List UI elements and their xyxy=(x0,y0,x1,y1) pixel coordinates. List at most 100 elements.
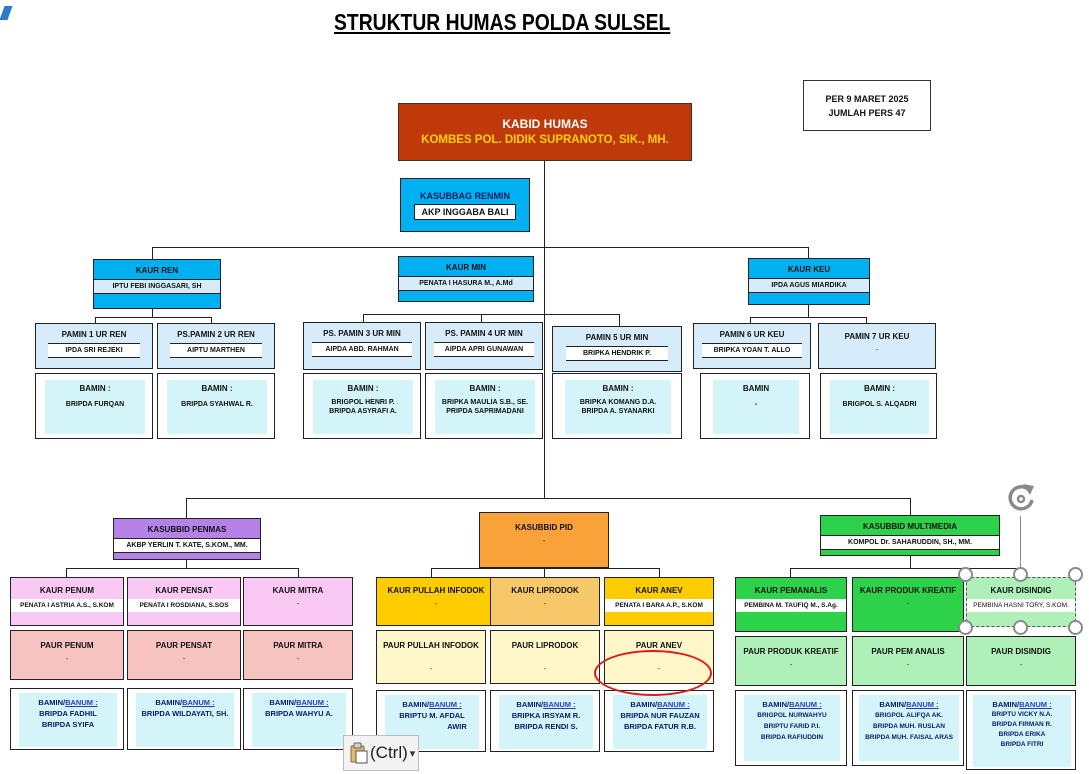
bamin-banum-name: BRIPDA WILDAYATI, SH. xyxy=(141,709,229,718)
bamin-label: BAMIN : xyxy=(79,384,111,393)
pamin-box: PAMIN 7 UR KEU - xyxy=(818,323,936,369)
connector xyxy=(363,314,619,315)
bamin-banum-name: BRIGPOL ALIFQA AK. xyxy=(875,712,943,719)
kaur-title: KAUR PULLAH INFODOK xyxy=(387,586,485,595)
pamin-box: PS.PAMIN 2 UR REN AIPTU MARTHEN xyxy=(157,323,275,369)
pamin-name-panel: BRIPKA YOAN T. ALLO xyxy=(702,343,802,358)
kasubbid-name-panel: AKBP YERLIN T. KATE, S.KOM., MM. xyxy=(114,538,260,553)
bamin-banum-name: BRIPDA FATUR R.B. xyxy=(623,722,697,731)
kaur-name: - xyxy=(906,601,910,608)
resize-handle[interactable] xyxy=(1068,620,1083,635)
connector xyxy=(544,161,545,498)
paur-name: - xyxy=(543,666,547,673)
pamin-name: IPDA SRI REJEKI xyxy=(65,347,123,354)
pamin-name: BRIPKA YOAN T. ALLO xyxy=(713,347,791,354)
connector xyxy=(750,317,751,323)
kaur-box: KAUR PULLAH INFODOK - xyxy=(376,577,496,626)
kabid-humas-box: KABID HUMAS KOMBES POL. DIDIK SUPRANOTO,… xyxy=(398,103,692,161)
connector xyxy=(790,568,1020,569)
bamin-name: BRIPDA FURQAN xyxy=(65,401,125,408)
bamin-banum-label: BAMIN/BANUM : xyxy=(269,698,329,707)
kaur-ren-title: KAUR REN xyxy=(135,266,179,275)
bamin-banum-name: BRIPDA FIRMAN R. xyxy=(991,721,1053,728)
bamin-name: BRIGPOL S. ALQADRI xyxy=(842,401,917,408)
bamin-banum-name: BRIPKA IRSYAM R. xyxy=(511,711,581,720)
bamin-banum-label: BAMIN/BANUM : xyxy=(992,700,1052,709)
paur-box: PAUR DISINDIG - xyxy=(966,636,1076,686)
connector xyxy=(211,317,212,323)
bamin-label: BAMIN : xyxy=(469,384,501,393)
bamin-banum-name: BRIPTU M. AFDAL xyxy=(399,711,465,720)
connector xyxy=(363,314,364,322)
resize-handle[interactable] xyxy=(958,620,973,635)
bamin-label: BAMIN : xyxy=(347,384,379,393)
paur-title: PAUR DISINDIG xyxy=(991,647,1051,656)
paur-box: PAUR PRODUK KREATIF - xyxy=(735,636,847,686)
connector xyxy=(659,568,660,577)
kaur-title: KAUR LIPRODOK xyxy=(511,586,579,595)
resize-handle[interactable] xyxy=(1013,620,1028,635)
bamin-banum-label: BAMIN/BANUM : xyxy=(155,698,215,707)
kaur-title: KAUR ANEV xyxy=(635,586,683,595)
bamin-box: BAMIN : BRIPKA KOMANG D.A. BRIPDA A. SYA… xyxy=(552,373,682,439)
bamin-banum-box: BAMIN/BANUM : BRIGPOL NURWAHYU BRIPTU FA… xyxy=(735,690,847,766)
kaur-keu-name: IPDA AGUS MIARDIKA xyxy=(771,282,847,289)
bamin-banum-box: BAMIN/BANUM : BRIGPOL ALIFQA AK. BRIPDA … xyxy=(852,690,964,766)
pamin-title: PAMIN 6 UR KEU xyxy=(719,330,785,339)
paur-name: - xyxy=(906,662,910,669)
pamin-title: PS.PAMIN 2 UR REN xyxy=(177,330,255,339)
paste-options-button[interactable]: (Ctrl) ▾ xyxy=(343,735,419,771)
kabid-title: KABID HUMAS xyxy=(502,117,588,131)
paur-box: PAUR PENSAT - xyxy=(127,630,241,680)
kaur-name: - xyxy=(543,601,547,608)
kasubbid-title: KASUBBID PENMAS xyxy=(147,525,227,534)
paur-title: PAUR PULLAH INFODOK xyxy=(383,641,479,650)
red-circle-annotation xyxy=(594,650,712,696)
bamin-banum-name: BRIPDA ERIKA xyxy=(998,731,1046,738)
resize-handle[interactable] xyxy=(1068,567,1083,582)
kaur-name: - xyxy=(296,601,300,608)
bamin-name: BRIPDA ASYRAFI A. xyxy=(329,408,397,415)
connector xyxy=(431,568,432,577)
kaur-name: PEMBINA HASNI TORY, S.KOM. xyxy=(973,602,1069,609)
connector xyxy=(152,247,153,259)
connector xyxy=(808,247,809,258)
bamin-banum-name: BRIPDA WAHYU A. xyxy=(265,709,333,718)
connector xyxy=(808,305,809,317)
bamin-banum-name: BRIGPOL NURWAHYU xyxy=(757,712,827,719)
kasubbid-title: KASUBBID PID xyxy=(515,523,573,532)
bamin-name: - xyxy=(754,401,758,408)
bamin-banum-name: BRIPDA RAFIUDDIN xyxy=(760,734,824,741)
kaur-box: KAUR MITRA - xyxy=(243,577,353,626)
kaur-min-name-panel: PENATA I HASURA M., A.Md xyxy=(399,276,533,291)
connector xyxy=(750,317,866,318)
bamin-banum-label: BAMIN/BANUM : xyxy=(762,700,822,709)
resize-handle[interactable] xyxy=(1013,567,1028,582)
kaur-name: PENATA I BARA A.P., S.KOM xyxy=(615,602,703,609)
kaur-keu-title: KAUR KEU xyxy=(787,265,831,274)
paur-name: - xyxy=(1019,662,1023,669)
pamin-name: AIPTU MARTHEN xyxy=(187,347,245,354)
bamin-label: BAMIN : xyxy=(602,384,634,393)
connector xyxy=(619,314,620,326)
bamin-label: BAMIN xyxy=(742,384,770,393)
paste-options-label: (Ctrl) xyxy=(370,743,408,762)
bamin-box: BAMIN : BRIPDA FURQAN xyxy=(35,373,153,439)
kaur-box: KAUR ANEV PENATA I BARA A.P., S.KOM xyxy=(604,577,714,626)
bamin-banum-box: BAMIN/BANUM : BRIPDA WAHYU A. xyxy=(243,688,353,750)
clipboard-icon xyxy=(350,742,368,764)
kaur-ren-name-panel: IPTU FEBI INGGASARI, SH xyxy=(94,279,220,294)
paur-name: - xyxy=(182,656,186,663)
rotate-handle-icon[interactable] xyxy=(1004,480,1038,516)
connector xyxy=(152,309,153,317)
page-title: STRUKTUR HUMAS POLDA SULSEL xyxy=(334,9,671,35)
paur-name: - xyxy=(429,666,433,673)
resize-handle[interactable] xyxy=(958,567,973,582)
bamin-banum-name: BRIPTU VICKY N.A. xyxy=(991,711,1053,718)
info-count: JUMLAH PERS 47 xyxy=(828,107,906,118)
bamin-box: BAMIN : BRIPDA SYAHWAL R. xyxy=(157,373,275,439)
kasubbid-name: - xyxy=(542,538,546,545)
renmin-title: KASUBBAG RENMIN xyxy=(420,190,510,201)
bamin-banum-name: BRIPDA RENDI S. xyxy=(514,722,578,731)
paur-box: PAUR PENUM - xyxy=(10,630,124,680)
